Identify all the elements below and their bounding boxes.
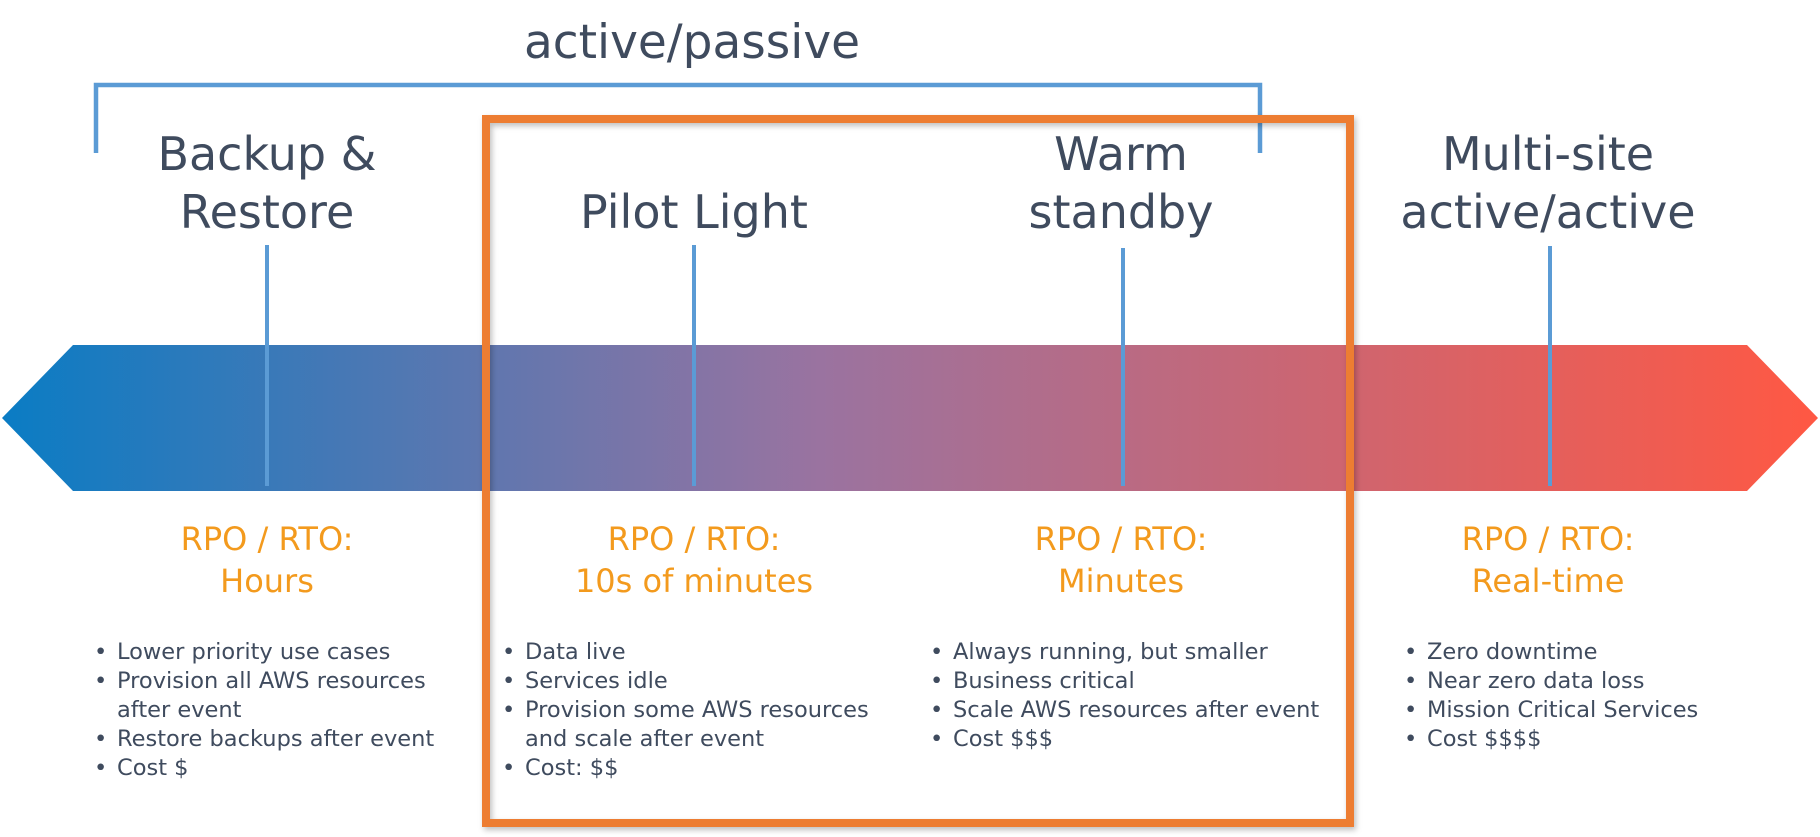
rpo-rto-backup-restore: RPO / RTO: Hours [97,518,437,602]
rpo-rto-value: Minutes [1058,562,1184,600]
bullet-item-continuation: after event [117,697,242,723]
bullet-item: Lower priority use cases [94,638,434,667]
rpo-rto-heading: RPO / RTO: [1461,520,1635,558]
bullet-item: Mission Critical Services [1404,696,1698,725]
bullet-item: Cost $$$$ [1404,725,1698,754]
rpo-rto-pilot-light: RPO / RTO: 10s of minutes [524,518,864,602]
bullets-multi-site: Zero downtime Near zero data loss Missio… [1404,638,1698,754]
rpo-rto-value: Real-time [1471,562,1625,600]
bullet-item: Provision all AWS resources [94,667,434,696]
bullet-item: Scale AWS resources after event [930,696,1319,725]
title-line: active/active [1400,185,1696,239]
bullet-item: Cost $$$ [930,725,1319,754]
bullets-pilot-light: Data live Services idle Provision some A… [502,638,869,783]
bullet-item: Cost: $$ [502,754,869,783]
rpo-rto-warm-standby: RPO / RTO: Minutes [951,518,1291,602]
bullet-item: Cost $ [94,754,434,783]
bullet-item: Services idle [502,667,869,696]
bullet-item: Data live [502,638,869,667]
spectrum-arrow [2,345,1818,491]
title-line: Restore [179,185,355,239]
rpo-rto-value: 10s of minutes [574,562,814,600]
title-line: Multi-site [1441,127,1655,181]
active-passive-label: active/passive [523,15,861,70]
rpo-rto-heading: RPO / RTO: [607,520,781,558]
rpo-rto-multi-site: RPO / RTO: Real-time [1378,518,1718,602]
strategy-title-multi-site: Multi-site active/active [1368,125,1728,241]
rpo-rto-value: Hours [220,562,314,600]
strategy-ticks [265,245,1552,486]
bullet-item: Zero downtime [1404,638,1698,667]
strategy-title-backup-restore: Backup & Restore [87,125,447,241]
bullets-backup-restore: Lower priority use cases Provision all A… [94,638,434,783]
bullet-item: Restore backups after event [94,725,434,754]
bullet-item: Near zero data loss [1404,667,1698,696]
rpo-rto-heading: RPO / RTO: [180,520,354,558]
strategy-title-warm-standby: Warm standby [941,125,1301,241]
rpo-rto-heading: RPO / RTO: [1034,520,1208,558]
bullet-item: Always running, but smaller [930,638,1319,667]
title-line: standby [1028,185,1214,239]
title-line: Warm [1054,127,1188,181]
bullets-warm-standby: Always running, but smaller Business cri… [930,638,1319,754]
bullet-item: Business critical [930,667,1319,696]
highlight-box [482,115,1354,827]
bullet-item: Provision some AWS resources [502,696,869,725]
title-line: Pilot Light [580,185,808,239]
bullet-item-continuation: and scale after event [525,726,765,752]
strategy-title-pilot-light: Pilot Light [514,183,874,241]
title-line: Backup & [157,127,377,181]
